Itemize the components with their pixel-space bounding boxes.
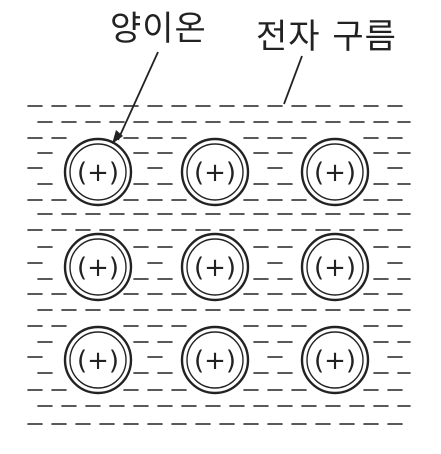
ion-outer-shell (63, 232, 133, 302)
ion-inner-shell (69, 143, 127, 201)
cation-ion: (+) (300, 232, 370, 302)
ion-outer-shell (300, 232, 370, 302)
ion-outer-shell (180, 137, 250, 207)
cation-lattice: (+) (+) (+) (+) (+) (+) (+) (+) (+) (63, 137, 370, 395)
ion-inner-shell (306, 331, 364, 389)
cation-ion: (+) (180, 325, 250, 395)
ion-inner-shell (186, 331, 244, 389)
cation-pointer-line (117, 51, 159, 141)
ion-outer-shell (63, 325, 133, 395)
electron-cloud-dashes (27, 105, 411, 425)
ion-inner-shell (186, 238, 244, 296)
cation-ion: (+) (300, 325, 370, 395)
cation-ion: (+) (180, 137, 250, 207)
positive-charge-symbol: (+) (194, 346, 236, 376)
ion-inner-shell (69, 331, 127, 389)
cation-pointer-arrowhead (112, 130, 123, 144)
positive-charge-symbol: (+) (314, 346, 356, 376)
ion-outer-shell (180, 325, 250, 395)
ion-outer-shell (180, 232, 250, 302)
electron-cloud-label: 전자 구름 (256, 17, 397, 57)
cation-ion: (+) (63, 325, 133, 395)
ion-outer-shell (63, 137, 133, 207)
positive-charge-symbol: (+) (77, 158, 119, 188)
electron-cloud-pointer-line (283, 55, 303, 105)
ion-inner-shell (69, 238, 127, 296)
cation-ion: (+) (63, 232, 133, 302)
ion-inner-shell (306, 238, 364, 296)
ion-outer-shell (300, 137, 370, 207)
ion-inner-shell (186, 143, 244, 201)
positive-charge-symbol: (+) (194, 253, 236, 283)
cation-ion: (+) (180, 232, 250, 302)
positive-charge-symbol: (+) (314, 253, 356, 283)
positive-charge-symbol: (+) (77, 253, 119, 283)
cation-ion: (+) (300, 137, 370, 207)
cation-label: 양이온 (110, 9, 207, 49)
label-pointers (112, 51, 303, 144)
cation-ion: (+) (63, 137, 133, 207)
ion-inner-shell (306, 143, 364, 201)
ion-outer-shell (300, 325, 370, 395)
positive-charge-symbol: (+) (314, 158, 356, 188)
positive-charge-symbol: (+) (77, 346, 119, 376)
positive-charge-symbol: (+) (194, 158, 236, 188)
